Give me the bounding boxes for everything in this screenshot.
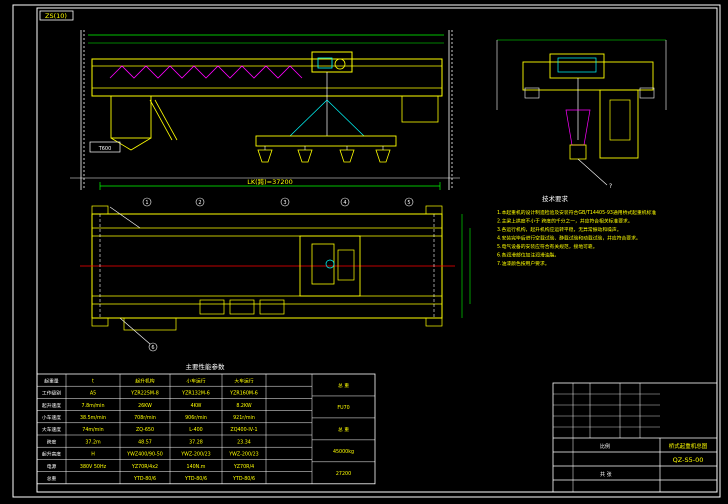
spec-cell: ZQ400-IV-1 <box>230 427 257 433</box>
spec-cell: 74m/min <box>82 427 103 433</box>
spec-cell: 48.57 <box>138 439 152 445</box>
spec-cell: YZ70R/4 <box>233 464 254 470</box>
spec-cell: 起升机构 <box>135 377 154 384</box>
spec-table-title: 主要性能参数 <box>186 362 226 371</box>
tech-line: 6.各润滑部位加注润滑油脂。 <box>497 252 559 259</box>
spec-cell: YZR225M-8 <box>130 391 159 397</box>
spec-right-cell: FU70 <box>337 405 349 411</box>
spec-cell: ZQ-650 <box>136 427 154 433</box>
spec-cell: 23.34 <box>237 439 251 445</box>
side-view-label: ? <box>609 183 612 190</box>
tech-line: 7.油漆颜色按用户要求。 <box>497 260 550 267</box>
tech-line: 5.电气设备的安装应符合有关规范，接地可靠。 <box>497 243 598 250</box>
spec-cell: 38.5m/min <box>80 415 106 421</box>
spec-cell: YWZ-200/23 <box>228 452 258 458</box>
spec-cell: YZ70R/4x2 <box>131 464 158 470</box>
spec-cell: 708r/min <box>134 415 156 421</box>
spec-cell: 电源 <box>47 463 57 470</box>
balloon-5 <box>404 197 414 207</box>
spec-cell: 4KW <box>191 403 202 409</box>
spec-cell: YZR160M-6 <box>229 391 258 397</box>
spec-cell: 工作级别 <box>42 390 61 397</box>
spec-cell: A5 <box>90 391 96 397</box>
drawing-no: QZ-S5-00 <box>673 456 704 464</box>
svg-text:5: 5 <box>407 200 410 206</box>
svg-text:1: 1 <box>145 200 148 206</box>
spec-cell: 8.2KW <box>236 403 252 409</box>
spec-cell: YWZ-200/23 <box>180 452 210 458</box>
balloon-4 <box>340 197 350 207</box>
spec-cell: YTD-80/6 <box>133 476 156 482</box>
spec-cell: 总重 <box>47 475 57 482</box>
spec-cell: 7.8m/min <box>82 403 105 409</box>
spec-cell: 921r/min <box>233 415 255 421</box>
plan-view: 1 2 3 4 5 6 <box>80 197 471 352</box>
tech-line: 1.本起重机的设计制造检验及安装符合GB/T14405-93通用桥式起重机标准 <box>497 209 656 216</box>
svg-text:2: 2 <box>198 200 201 206</box>
balloon-2 <box>195 197 205 207</box>
spec-cell: YWZ400/90-50 <box>126 452 163 458</box>
spec-right-cell: 总 重 <box>338 382 349 389</box>
label-tag-box <box>39 10 74 21</box>
spec-cell: YTD-80/6 <box>232 476 255 482</box>
spec-cell: 26KW <box>138 403 152 409</box>
svg-text:4: 4 <box>343 200 346 206</box>
spec-cell: 大车运行 <box>234 377 253 384</box>
svg-text:3: 3 <box>283 200 286 206</box>
balloon-6 <box>148 342 158 352</box>
spec-cell: 906r/min <box>185 415 207 421</box>
sheet-label: 共 张 <box>600 471 612 478</box>
spec-cell: 小车运行 <box>186 377 205 384</box>
inner-frame <box>36 7 718 493</box>
balloon-1 <box>142 197 152 207</box>
spec-cell: 大车速度 <box>42 426 61 433</box>
spec-cell: L-400 <box>189 427 202 433</box>
spec-cell: 140N.m <box>187 464 206 470</box>
spec-right-cell: 总 重 <box>338 426 349 433</box>
svg-text:T600: T600 <box>98 146 112 152</box>
spec-cell: 37.2m <box>85 439 101 445</box>
spec-cell: 起升速度 <box>42 402 61 409</box>
outer-frame <box>12 4 721 498</box>
spec-cell: H <box>91 452 95 458</box>
label-tag: ZS(10) <box>45 12 67 20</box>
drawing-name: 桥式起重机总图 <box>669 442 708 450</box>
spec-cell: 小车速度 <box>42 414 61 421</box>
spec-right-cell: 27200 <box>336 471 351 477</box>
scale-label: 比例 <box>600 443 610 450</box>
spec-cell: 起重量 <box>44 377 59 384</box>
span-dimension: LK(跨)=37200 <box>247 177 293 186</box>
tech-requirements: 1.本起重机的设计制造检验及安装符合GB/T14405-93通用桥式起重机标准 2… <box>497 209 656 267</box>
spec-cell: 起升高度 <box>42 451 61 458</box>
spec-cell: 380V 50Hz <box>80 464 107 470</box>
svg-text:6: 6 <box>151 345 154 351</box>
tech-title: 技术要求 <box>542 194 569 203</box>
spec-cell: t <box>92 378 94 384</box>
front-view: T600 LK(跨)=37200 <box>70 30 460 190</box>
side-view: ? <box>496 39 667 190</box>
tech-line: 4.安装完毕后进行空载试验、静载试验和动载试验，并应符合要求。 <box>497 235 641 242</box>
title-block: 桥式起重机总图 QZ-S5-00 比例 共 张 <box>552 382 718 493</box>
tech-line: 3.各运行机构，起升机构应运转平稳，无异常振动和噪声。 <box>497 226 622 233</box>
spec-cell: YZR132M-6 <box>181 391 210 397</box>
tech-line: 2.主梁上拱度不小于 跨度的千分之一，并应符合相关标准要求。 <box>497 218 633 225</box>
spec-right-cell: 45000kg <box>333 449 354 455</box>
balloon-3 <box>280 197 290 207</box>
spec-cell: 37.28 <box>189 439 203 445</box>
spec-cell: 跨度 <box>47 438 57 445</box>
spec-cell: YTD-80/6 <box>184 476 207 482</box>
